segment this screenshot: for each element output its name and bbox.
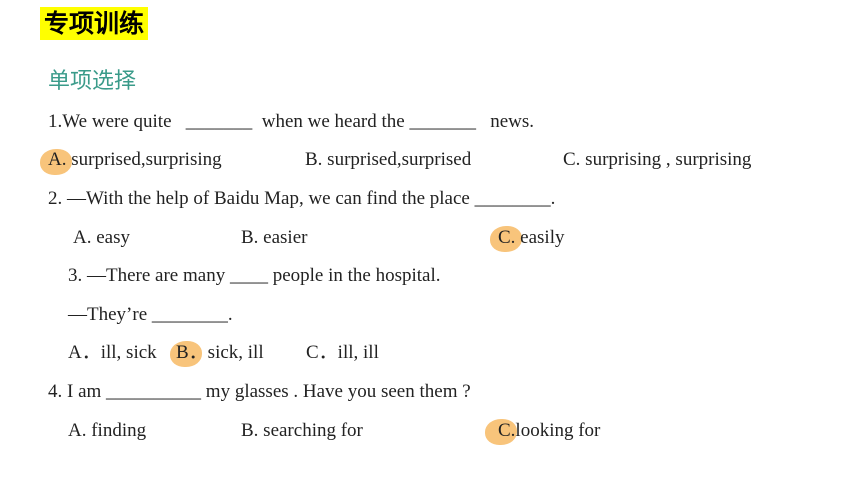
answer-mark-q4 [485,419,517,445]
question-1-option-c[interactable]: C. surprising , surprising [563,149,752,170]
answer-mark-q1 [40,149,72,175]
question-2-option-c[interactable]: C. easily [498,227,565,248]
question-4-option-c[interactable]: C.looking for [498,420,601,441]
answer-mark-q3 [170,341,202,367]
title-highlight: 专项训练 [40,7,149,40]
section-subtitle: 单项选择 [48,69,137,94]
question-1-option-a[interactable]: A. surprised,surprising [48,149,222,170]
question-2-stem: 2. —With the help of Baidu Map, we can f… [48,188,556,209]
question-1-stem: 1.We were quite _______ when we heard th… [48,111,535,132]
question-2-option-b[interactable]: B. easier [241,227,308,248]
question-1-option-b[interactable]: B. surprised,surprised [305,149,472,170]
question-3-option-a[interactable]: A．ill, sick [68,342,157,363]
question-3-stem: 3. —There are many ____ people in the ho… [68,265,441,286]
page-title: 专项训练 [44,9,145,38]
question-4-option-a[interactable]: A. finding [68,420,147,441]
question-3-stem-reply: —They’re ________. [68,304,233,325]
answer-mark-q2 [490,226,522,252]
question-3-option-b[interactable]: B．sick, ill [176,342,264,363]
question-3-option-c[interactable]: C．ill, ill [306,342,379,363]
question-4-option-b[interactable]: B. searching for [241,420,363,441]
question-2-option-a[interactable]: A. easy [73,227,130,248]
question-4-stem: 4. I am __________ my glasses . Have you… [48,381,471,402]
